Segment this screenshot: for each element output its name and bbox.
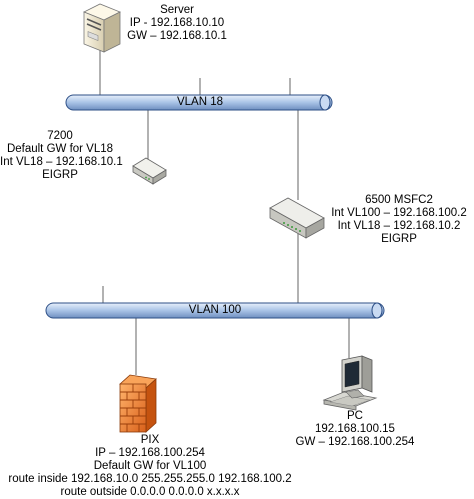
pix-name: PIX: [140, 434, 160, 446]
msfc-interface-vl100: Int VL100 – 192.168.100.2: [331, 207, 467, 219]
msfc-label: 6500 MSFC2 Int VL100 – 192.168.100.2 Int…: [328, 194, 470, 246]
pix-route-outside: route outside 0.0.0.0 0.0.0.0 x.x.x.x: [60, 486, 240, 498]
pix-label: PIX IP – 192.168.100.254 Default GW for …: [0, 434, 300, 499]
vlan18-bus: [65, 94, 333, 111]
pix-route-inside: route inside 192.168.10.0 255.255.255.0 …: [8, 473, 292, 485]
msfc-interface-vl18: Int VL18 – 192.168.10.2: [337, 220, 461, 232]
router-7200-interface: Int VL18 – 192.168.10.1: [0, 156, 123, 168]
vlan100-label: VLAN 100: [188, 304, 242, 316]
server-name: Server: [160, 4, 194, 16]
router-7200-label: 7200 Default GW for VL18 Int VL18 – 192.…: [0, 130, 123, 182]
pc-name: PC: [347, 410, 363, 422]
firewall-icon: [119, 374, 157, 433]
router-7200-protocol: EIGRP: [42, 169, 78, 181]
server-ip: IP - 192.168.10.10: [129, 17, 225, 29]
layer3-switch-icon: [269, 197, 325, 239]
vlan18-label: VLAN 18: [176, 96, 224, 108]
server-tower-icon: [83, 3, 121, 53]
msfc-name: 6500 MSFC2: [365, 194, 433, 206]
server-gw: GW – 192.168.10.1: [127, 30, 227, 42]
desktop-pc-icon: [322, 355, 378, 411]
router-7200-icon: [132, 157, 167, 185]
connector-lines: [99, 48, 350, 375]
msfc-protocol: EIGRP: [381, 233, 417, 245]
server-label: Server IP - 192.168.10.10 GW – 192.168.1…: [122, 4, 232, 43]
router-7200-name: 7200: [47, 130, 73, 142]
pix-ip: IP – 192.168.100.254: [95, 447, 205, 459]
pc-ip: 192.168.100.15: [315, 423, 395, 435]
pc-gw: GW – 192.168.100.254: [295, 436, 415, 448]
pix-role: Default GW for VL100: [93, 460, 207, 472]
router-7200-role: Default GW for VL18: [6, 143, 114, 155]
pc-label: PC 192.168.100.15 GW – 192.168.100.254: [290, 410, 420, 449]
vlan100-bus: [45, 302, 385, 319]
